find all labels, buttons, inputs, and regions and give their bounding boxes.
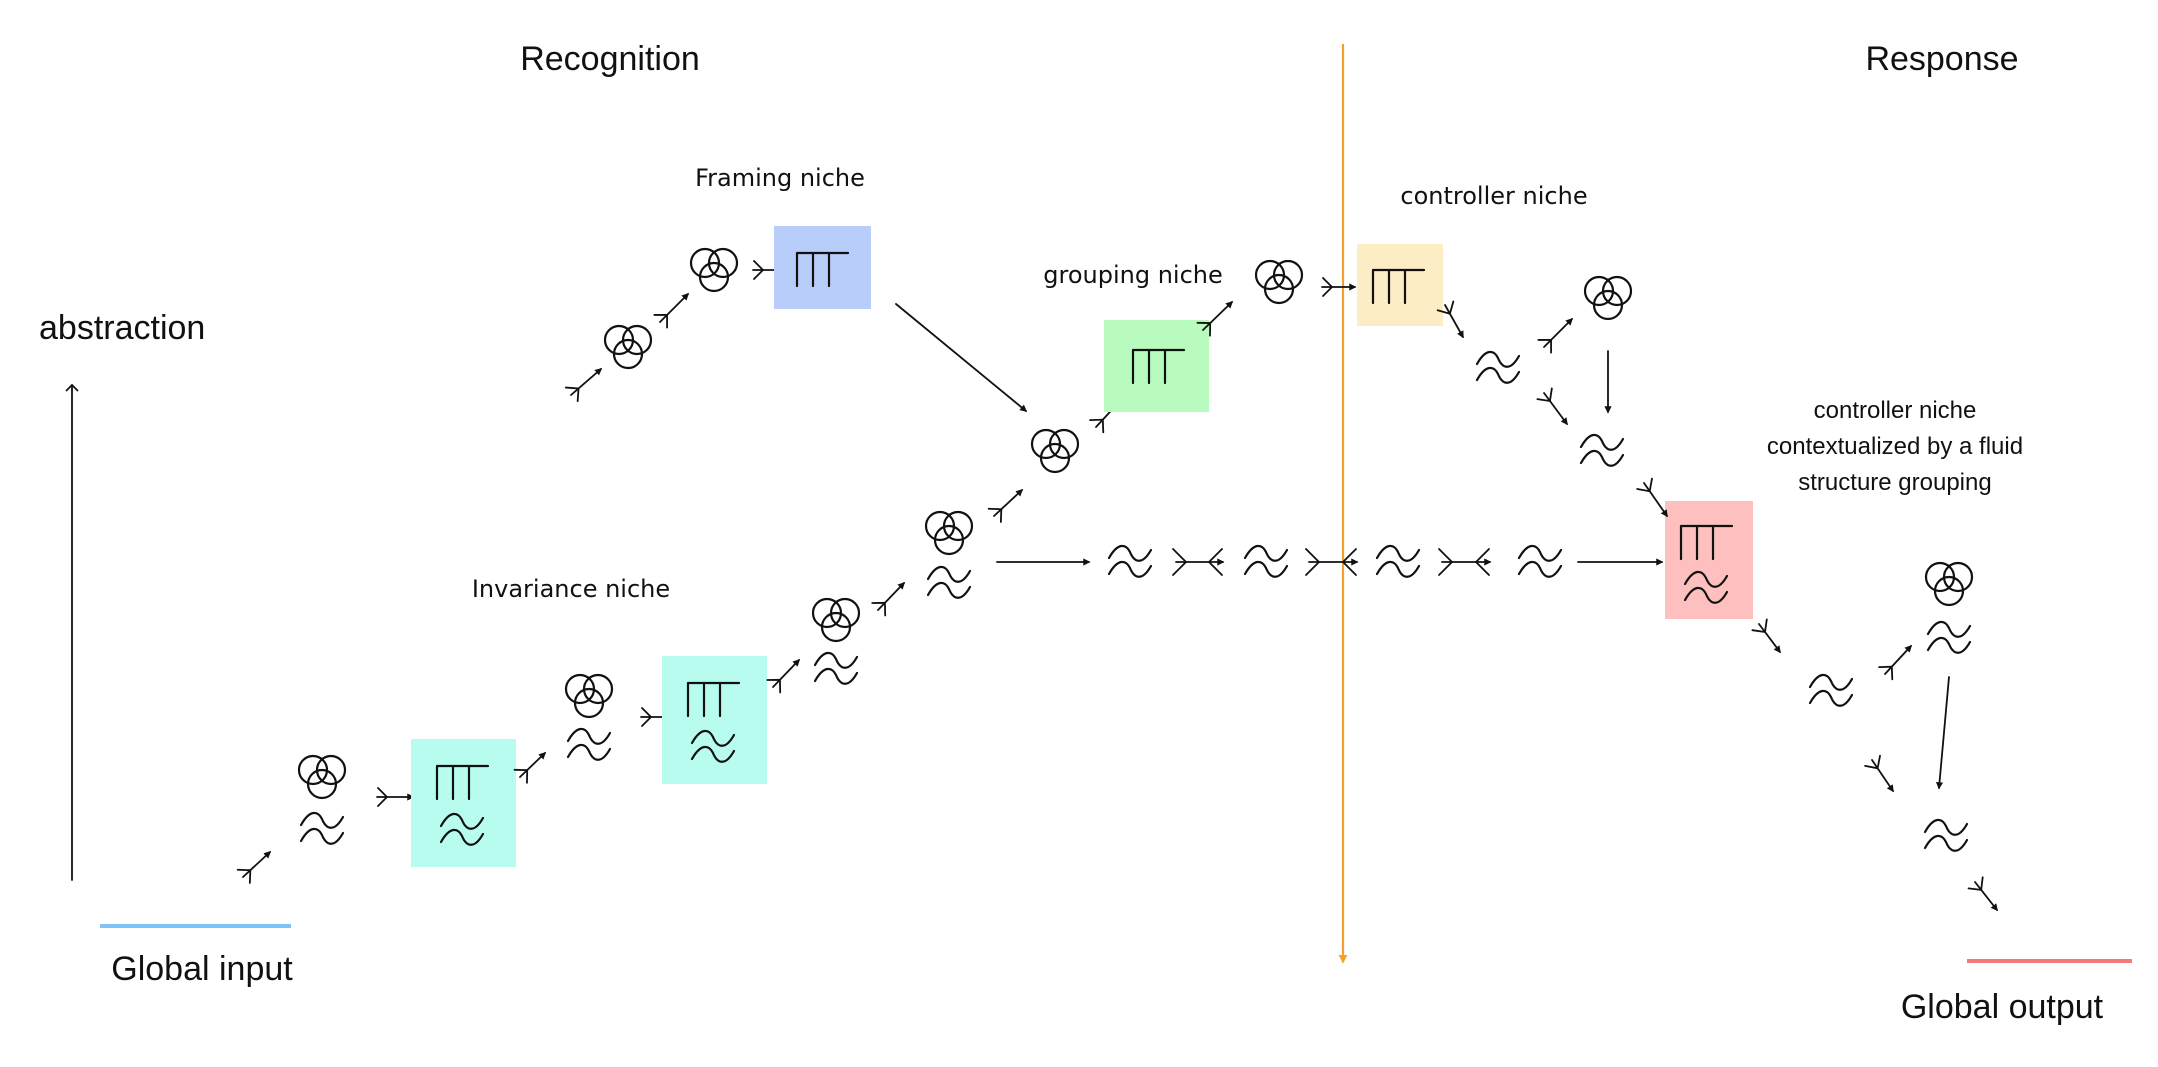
- fletched-link-icon: [1172, 548, 1225, 576]
- feathered-arrow-icon: [1967, 876, 1998, 912]
- comb-bracket-icon: [1371, 268, 1426, 305]
- double-wave-icon: [439, 812, 485, 846]
- feathered-arrow-icon: [1536, 387, 1568, 426]
- double-wave-icon: [299, 811, 345, 845]
- feathered-arrow-icon: [871, 581, 905, 617]
- controller-context-niche-box: [1665, 501, 1753, 619]
- three-circle-venn-icon: [1254, 259, 1304, 305]
- comb-bracket-icon: [686, 681, 741, 718]
- feathered-arrow-icon: [513, 752, 547, 784]
- three-circle-venn-icon: [564, 673, 614, 719]
- double-wave-icon: [1475, 350, 1521, 384]
- three-circle-venn-icon: [1030, 428, 1080, 474]
- controller-context-label-line1: controller niche: [1814, 397, 1977, 424]
- double-wave-icon: [926, 565, 972, 599]
- feathered-arrow-icon: [987, 489, 1024, 523]
- double-wave-icon: [1375, 544, 1421, 578]
- venn-to-wave-arrow: [1935, 676, 1950, 790]
- feathered-arrow-icon: [564, 368, 603, 403]
- invariance-niche-box-2: [662, 656, 767, 784]
- comb-bracket-icon: [435, 764, 490, 801]
- response-heading: Response: [1865, 40, 2018, 78]
- invariance-niche-box-1: [411, 739, 516, 867]
- double-wave-icon: [1926, 620, 1972, 654]
- feathered-arrow-icon: [1436, 300, 1464, 339]
- three-circle-venn-icon: [689, 247, 739, 293]
- three-circle-venn-icon: [1924, 561, 1974, 607]
- feathered-arrow-icon: [1751, 618, 1781, 654]
- feathered-arrow-icon: [1321, 277, 1357, 297]
- double-wave-icon: [566, 727, 612, 761]
- grouping-niche-box: [1104, 320, 1209, 412]
- feathered-arrow-icon: [653, 292, 690, 329]
- framing-niche-box: [774, 226, 871, 309]
- feathered-arrow-icon: [1636, 477, 1668, 518]
- double-wave-icon: [1808, 673, 1854, 707]
- fletched-link-icon: [1438, 548, 1492, 576]
- double-wave-icon: [1243, 544, 1289, 578]
- three-circle-venn-icon: [811, 597, 861, 643]
- three-circle-venn-icon: [924, 510, 974, 556]
- comb-bracket-icon: [795, 251, 850, 288]
- global-input-label: Global input: [111, 950, 293, 988]
- double-wave-icon: [690, 729, 736, 763]
- controller-niche-box: [1357, 244, 1443, 326]
- feathered-arrow-icon: [1878, 644, 1912, 681]
- double-wave-icon: [1923, 818, 1969, 852]
- three-circle-venn-icon: [297, 754, 347, 800]
- feathered-arrow-icon: [376, 787, 415, 807]
- controller-niche-label: controller niche: [1400, 182, 1587, 210]
- framing-niche-label: Framing niche: [695, 164, 865, 192]
- framing-to-grouping-arrow: [895, 303, 1028, 412]
- double-wave-icon: [813, 651, 859, 685]
- comb-bracket-icon: [1131, 348, 1186, 385]
- feathered-arrow-icon: [236, 851, 272, 884]
- three-circle-venn-icon: [603, 324, 653, 370]
- double-wave-icon: [1517, 544, 1563, 578]
- feathered-arrow-icon: [766, 658, 800, 694]
- abstraction-axis-label: abstraction: [39, 309, 205, 347]
- invariance-niche-label: Invariance niche: [472, 575, 670, 603]
- double-wave-icon: [1683, 570, 1729, 604]
- global-output-label: Global output: [1901, 988, 2104, 1026]
- recognition-heading: Recognition: [520, 40, 700, 78]
- controller-context-label-line2: contextualized by a fluid: [1767, 433, 2023, 460]
- controller-context-label-line3: structure grouping: [1798, 469, 1991, 496]
- feathered-arrow-icon: [1537, 317, 1574, 354]
- grouping-niche-label: grouping niche: [1043, 261, 1223, 289]
- feathered-arrow-icon: [1196, 300, 1234, 337]
- three-circle-venn-icon: [1583, 275, 1633, 321]
- double-wave-icon: [1107, 544, 1153, 578]
- fletched-link-icon: [1305, 548, 1359, 576]
- comb-bracket-icon: [1679, 524, 1734, 561]
- feathered-arrow-icon: [1864, 754, 1894, 793]
- double-wave-icon: [1579, 433, 1625, 467]
